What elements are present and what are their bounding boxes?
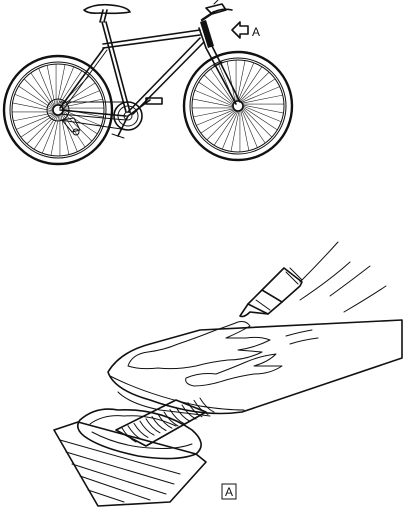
bike-frame [60, 22, 240, 120]
grooved-plate [54, 422, 206, 506]
front-wheel-spokes [192, 60, 284, 152]
front-wheel [184, 52, 292, 160]
callout-label: A [252, 25, 260, 39]
rear-wheel [4, 56, 112, 164]
detail-label: A [225, 485, 233, 499]
steerer-tube [108, 320, 402, 416]
grease-smear [128, 322, 318, 387]
grease-tube [240, 268, 302, 317]
greasing-detail [54, 242, 402, 506]
bicycle-illustration: A [4, 0, 292, 164]
saddle [84, 5, 130, 22]
hand [300, 242, 386, 312]
callout-arrow-icon [232, 22, 248, 38]
rear-wheel-spokes [12, 64, 104, 156]
handlebar-stem [200, 0, 232, 48]
